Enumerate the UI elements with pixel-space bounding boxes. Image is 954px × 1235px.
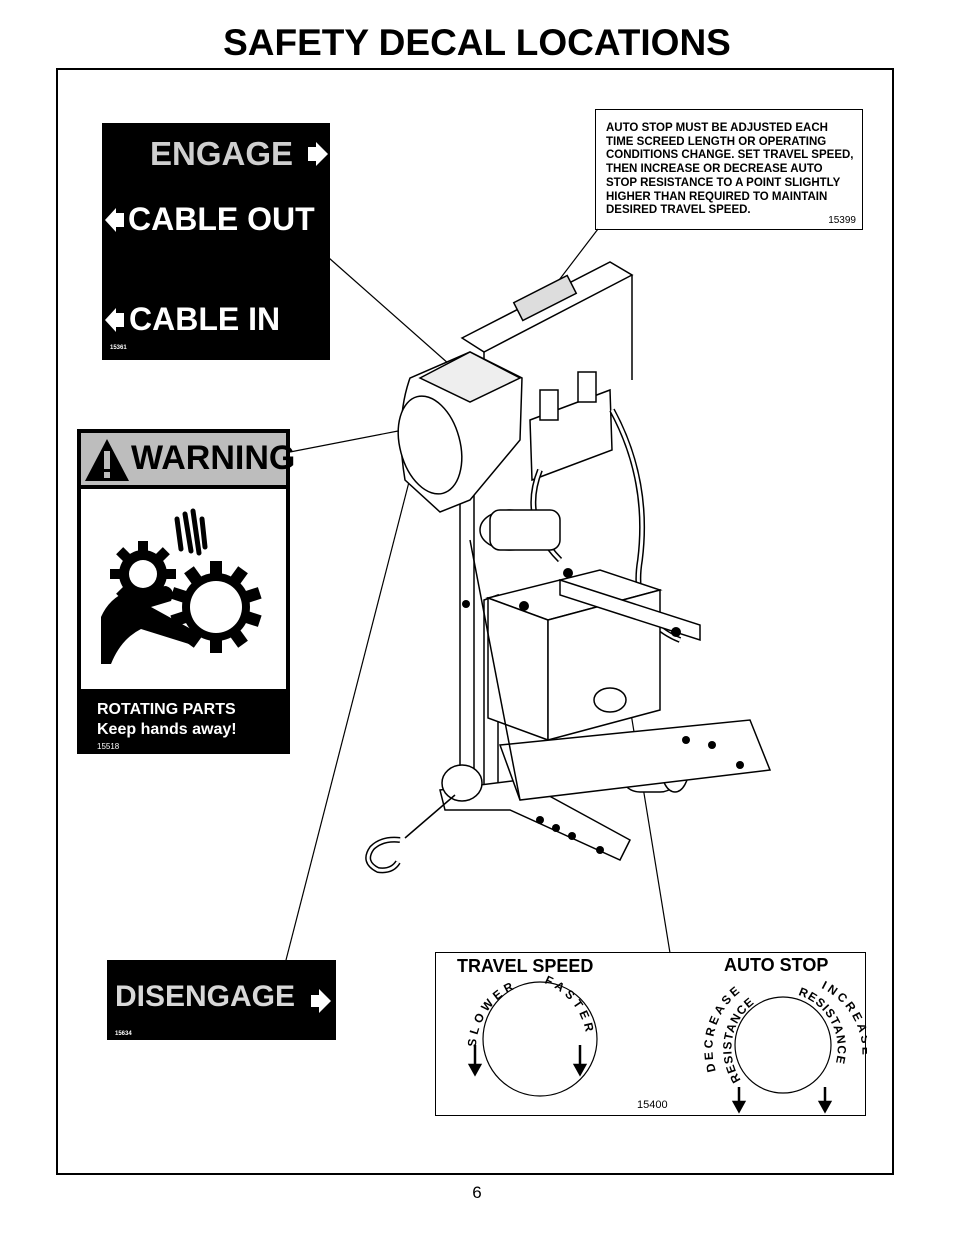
down-arrow-icon — [467, 1045, 588, 1077]
auto-stop-note-text: AUTO STOP MUST BE ADJUSTED EACH TIME SCR… — [606, 122, 854, 217]
right-arrow-icon — [311, 989, 331, 1013]
travel-part-number: 15400 — [637, 1099, 668, 1111]
travel-speed-label: TRAVEL SPEED — [457, 956, 594, 976]
page-title: SAFETY DECAL LOCATIONS — [223, 22, 731, 63]
warning-part-number: 15518 — [97, 742, 120, 751]
svg-text:SLOWER: SLOWER — [465, 978, 519, 1048]
dial-graphics: SLOWER FASTER DECREASE RESISTANCE INCREA… — [465, 973, 867, 1114]
faster-text: FASTER — [543, 973, 594, 1037]
auto-stop-note-part-number: 15399 — [828, 215, 856, 226]
warning-line1: ROTATING PARTS — [97, 701, 236, 718]
cable-in-label: CABLE IN — [129, 301, 281, 337]
page-frame — [56, 68, 894, 1175]
svg-text:FASTER: FASTER — [543, 973, 598, 1037]
engage-cable-decal: ENGAGE CABLE OUT CABLE IN 15361 — [102, 123, 330, 360]
warning-decal: WARNING — [77, 429, 295, 754]
gears-hand-pictogram — [81, 489, 286, 689]
disengage-label: DISENGAGE — [115, 980, 296, 1013]
right-arrow-icon — [105, 142, 328, 332]
warning-header-text: WARNING — [131, 439, 296, 477]
engage-label: ENGAGE — [150, 135, 294, 172]
disengage-decal: DISENGAGE 15634 — [107, 960, 336, 1040]
disengage-part-number: 15634 — [115, 1031, 132, 1037]
engage-part-number: 15361 — [110, 345, 127, 351]
slower-text: SLOWER — [465, 978, 515, 1048]
travel-speed-auto-stop-decal: TRAVEL SPEED AUTO STOP SLOWER FASTER DEC… — [435, 952, 867, 1116]
page-number: 6 — [472, 1183, 482, 1202]
warning-line2: Keep hands away! — [97, 721, 237, 738]
warning-header: WARNING — [81, 433, 295, 485]
warning-triangle-icon — [85, 439, 129, 481]
auto-stop-note-decal: AUTO STOP MUST BE ADJUSTED EACH TIME SCR… — [595, 109, 863, 230]
cable-out-label: CABLE OUT — [128, 201, 315, 237]
auto-stop-label: AUTO STOP — [724, 955, 829, 975]
